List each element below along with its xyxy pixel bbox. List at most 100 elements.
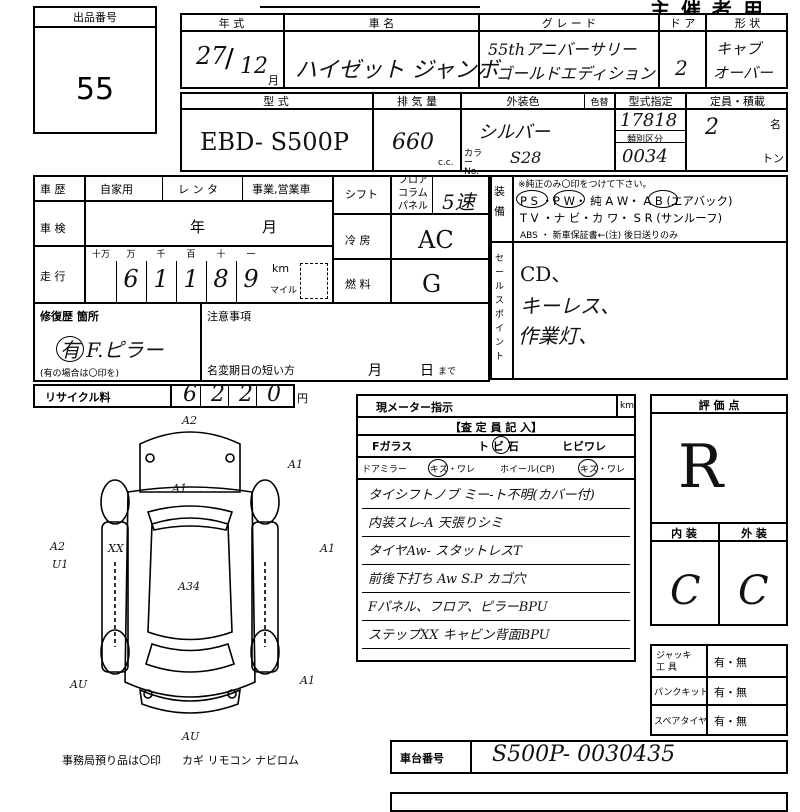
capacity-unit: 名	[770, 118, 781, 131]
row3-box	[33, 175, 490, 304]
meter-label: 現メーター指示	[376, 401, 453, 414]
wheel-label: ホイール(CP)	[500, 465, 555, 475]
year-value: 27	[196, 42, 227, 70]
mark-a1-right-front: A1	[287, 458, 303, 471]
mark-u1-left: U1	[52, 558, 68, 571]
wheel-rear-left	[100, 629, 130, 675]
hibi-label: ヒビワレ	[562, 440, 606, 453]
exterior-label: 外 装	[741, 527, 767, 540]
body-outline	[124, 486, 256, 698]
cc-unit: c.c.	[438, 158, 454, 168]
namechange-label: 名変期日の短い方	[207, 364, 295, 377]
shift-options: フロア コラム パネル	[398, 175, 428, 212]
sales-item-3: 作業灯、	[518, 324, 598, 348]
year-header: 年 式	[218, 17, 245, 30]
repair-box	[33, 302, 490, 382]
load-unit: トン	[762, 152, 784, 165]
meter-unit: km	[620, 401, 634, 411]
grade-line2: ゴールドエディション	[496, 64, 655, 83]
carname-value: ハイゼット ジャンボ	[295, 58, 499, 83]
mileage-label: 走 行	[40, 270, 66, 283]
glass-label: Fガラス	[372, 440, 413, 453]
equip-line1: P S ・P W・ 純 A W・ A B (エアバック)	[520, 194, 733, 208]
fuel-value: G	[422, 270, 442, 298]
mirror-circle	[428, 459, 448, 477]
keys-items: カギ リモコン ナビロム	[182, 754, 299, 767]
mark-a34-roof: A34	[177, 580, 200, 593]
mile-label: マイル	[270, 286, 298, 296]
mirror-damage: キズ・ワレ	[430, 465, 476, 475]
shaken-year: 年	[190, 218, 206, 236]
mark-a2-front: A2	[181, 414, 197, 427]
month-unit: 月	[268, 74, 279, 87]
history-rent: レ ン タ	[178, 183, 218, 196]
month-value: 12	[240, 54, 268, 79]
rating-value: R	[678, 432, 724, 502]
door-value: 2	[675, 56, 688, 80]
pw-circle	[553, 190, 585, 208]
repair-label: 修復歴 箇所	[40, 310, 99, 323]
exterior-value: C	[738, 568, 769, 614]
class-label: 類別区分	[627, 135, 664, 145]
wheel-front-right	[250, 479, 280, 525]
chassis-box	[390, 740, 788, 774]
mile-checkbox[interactable]	[300, 263, 328, 299]
fuel-label: 燃 料	[345, 278, 371, 291]
sales-box	[490, 241, 788, 380]
puncture-value[interactable]: 有・無	[714, 686, 747, 699]
typeno-header: 型式指定	[628, 95, 673, 108]
recycle-box	[33, 384, 295, 408]
colorno-value: S28	[510, 148, 542, 167]
carname-header: 車 名	[368, 17, 395, 30]
paint-header: 色替	[590, 98, 609, 108]
mark-au-rear: AU	[181, 730, 200, 742]
spare-value[interactable]: 有・無	[714, 715, 747, 728]
wheel-damage: キズ・ワレ	[580, 465, 626, 475]
windshield	[146, 505, 234, 531]
equip-label: 装備	[494, 185, 505, 218]
tools-box	[650, 644, 788, 736]
hood-panel	[139, 431, 241, 493]
disp-value: 660	[392, 130, 434, 155]
shape-line1: キャブ	[716, 40, 762, 58]
namechange-made: まで	[438, 367, 457, 377]
recycle-unit: 円	[297, 392, 308, 405]
mark-a1-hood: A1	[171, 482, 187, 495]
mark-au-rear-left: AU	[69, 678, 88, 691]
sales-label: セールスポイント	[495, 254, 505, 362]
class-value: 0034	[622, 146, 668, 167]
repair-circle	[56, 336, 84, 362]
chassis-value: S500P- 0030435	[492, 742, 676, 767]
ac-value: AC	[418, 226, 454, 254]
grade-header: グ レ ー ド	[541, 17, 597, 30]
shape-header: 形 状	[734, 17, 761, 30]
puncture-label: パンクキット	[654, 688, 709, 698]
row1-box	[180, 13, 788, 89]
mark-a1-rear-right: A1	[299, 674, 315, 687]
interior-value: C	[670, 568, 701, 614]
model-value: EBD- S500P	[200, 128, 349, 156]
logo-strip	[260, 0, 480, 8]
equip-line3: ABS ・ 新車保証書←(注) 後日送りのみ	[520, 231, 679, 241]
interior-label: 内 装	[671, 527, 697, 540]
rear-bumper	[139, 688, 241, 714]
spare-label: スペアタイヤ	[654, 717, 708, 727]
mark-xx-left: XX	[107, 542, 125, 555]
recycle-digits: 6 2 2 0	[183, 382, 281, 407]
grade-line1: 55thアニバーサリー	[488, 40, 637, 59]
shaken-label: 車 検	[40, 222, 66, 235]
notes-label: 注意事項	[207, 310, 251, 323]
sales-item-2: キーレス、	[520, 294, 620, 318]
model-header: 型 式	[263, 95, 289, 108]
km-label: km	[272, 262, 290, 275]
mark-a2-left: A2	[49, 540, 65, 553]
shaken-month: 月	[262, 218, 278, 236]
wheel-circle	[578, 459, 598, 477]
bottom-box	[390, 792, 788, 812]
jack-label: ジャッキ 工 具	[656, 651, 692, 673]
chassis-label: 車台番号	[400, 752, 444, 765]
mark-a1-right: A1	[319, 542, 335, 555]
jack-value[interactable]: 有・無	[714, 656, 747, 669]
equip-note: ※純正のみ〇印をつけて下さい。	[518, 180, 652, 190]
history-label: 車 歴	[40, 183, 66, 196]
